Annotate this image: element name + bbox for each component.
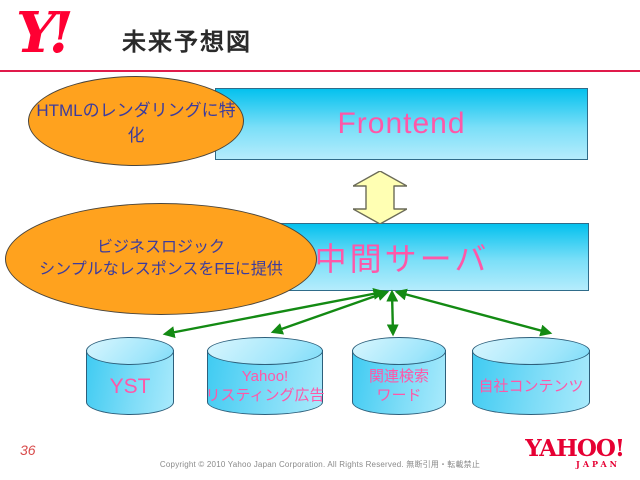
datastore-label: YST xyxy=(72,359,188,413)
frontend-box: Frontend xyxy=(215,88,588,160)
datastore-cylinder-own-content: 自社コンテンツ xyxy=(472,337,590,415)
yahoo-japan-logo: YAHOO! JAPAN xyxy=(516,435,625,470)
title-divider xyxy=(0,70,640,72)
datastore-label-line: ワード xyxy=(376,387,422,404)
middle-note-line2: シンプルなレスポンスをFEに提供 xyxy=(39,261,283,278)
middle-note-ellipse: ビジネスロジック シンプルなレスポンスをFEに提供 xyxy=(5,203,317,315)
middle-note-line1: ビジネスロジック xyxy=(96,239,225,256)
page-title: 未来予想図 xyxy=(122,29,252,56)
datastore-cylinder-listing-ads: Yahoo! リスティング広告 xyxy=(205,337,325,415)
cylinder-top xyxy=(472,337,590,365)
yahoo-japan-logo-main: YAHOO! xyxy=(525,435,625,462)
datastore-label: 自社コンテンツ xyxy=(458,359,604,413)
frontend-label: Frontend xyxy=(337,107,466,140)
yahoo-japan-logo-sub: JAPAN xyxy=(576,459,620,469)
datastore-label-line: リスティング広告 xyxy=(205,387,325,404)
page-number: 36 xyxy=(20,442,36,458)
datastore-label-line: YST xyxy=(109,374,151,398)
copyright-text: Copyright © 2010 Yahoo Japan Corporation… xyxy=(159,460,481,469)
datastore-cylinder-related-search: 関連検索 ワード xyxy=(352,337,446,415)
datastore-label-line: 自社コンテンツ xyxy=(478,377,584,395)
yahoo-y-logo: Y! xyxy=(16,0,74,66)
datastore-label: Yahoo! リスティング広告 xyxy=(193,359,337,413)
updown-arrow-icon xyxy=(353,171,407,224)
datastore-label-line: 関連検索 xyxy=(368,368,429,385)
cylinder-top xyxy=(352,337,446,365)
frontend-note-ellipse: HTMLのレンダリングに特化 xyxy=(28,76,244,166)
datastore-label: 関連検索 ワード xyxy=(338,359,460,413)
cylinder-top xyxy=(86,337,174,365)
frontend-note-text: HTMLのレンダリングに特化 xyxy=(36,101,236,145)
datastore-label-line: Yahoo! xyxy=(241,368,289,385)
middle-server-label: 中間サーバ xyxy=(314,241,490,277)
datastore-cylinder-yst: YST xyxy=(86,337,174,415)
